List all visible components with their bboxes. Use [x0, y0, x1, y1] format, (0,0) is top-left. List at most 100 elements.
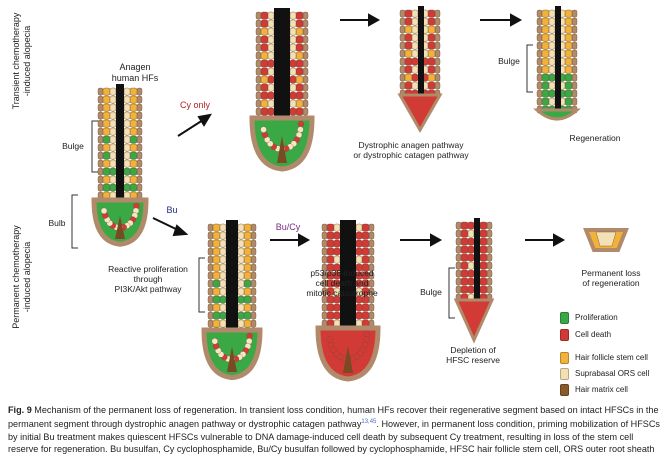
caption-text-2: . However, in permanent loss condition, … [8, 419, 660, 455]
legend-label: Cell death [575, 330, 612, 339]
stem-cell [479, 285, 488, 294]
sheath-cell [571, 41, 578, 50]
stem-cell [427, 17, 436, 26]
sheath-cell [399, 73, 406, 82]
ors-cell [109, 119, 117, 128]
ors-cell [548, 65, 556, 74]
stem-cell [295, 11, 304, 20]
ors-cell [123, 127, 131, 136]
stem-cell [427, 33, 436, 42]
sheath-cell [250, 271, 257, 280]
stem-cell [243, 231, 252, 240]
stem-cell [564, 65, 573, 74]
ors-cell [411, 9, 419, 18]
stem-cell [479, 269, 488, 278]
legend-swatch [560, 329, 569, 341]
ors-cell [411, 49, 419, 58]
ors-cell [467, 245, 475, 254]
ors-cell [219, 279, 227, 288]
ors-cell [333, 231, 341, 240]
sheath-cell [368, 223, 375, 232]
stem-cell [129, 183, 138, 192]
sheath-cell [455, 245, 462, 254]
stem-cell [295, 27, 304, 36]
sheath-cell [455, 261, 462, 270]
ors-cell [548, 73, 556, 82]
ors-cell [411, 65, 419, 74]
sheath-cell [455, 237, 462, 246]
follicle-permanent-loss [583, 228, 629, 252]
bulge-bracket [91, 120, 98, 173]
stem-cell [361, 223, 370, 232]
bulb-cell [363, 330, 371, 338]
hair-shaft [274, 8, 290, 118]
sheath-cell [486, 237, 493, 246]
ors-cell [355, 239, 363, 248]
sheath-cell [255, 59, 262, 68]
sheath-cell [250, 279, 257, 288]
sheath-cell [207, 303, 214, 312]
sheath-cell [136, 119, 143, 128]
stem-cell [564, 9, 573, 18]
sheath-cell [399, 17, 406, 26]
bulb-cell [297, 126, 304, 133]
ors-cell [289, 107, 297, 116]
ors-cell [289, 43, 297, 52]
sheath-cell [321, 255, 328, 264]
stem-cell [129, 143, 138, 152]
ors-cell [109, 127, 117, 136]
sheath-cell [455, 277, 462, 286]
ors-cell [467, 253, 475, 262]
sheath-cell [571, 97, 578, 106]
legend-swatch [560, 312, 569, 324]
sheath-cell [434, 49, 441, 58]
sheath-cell [97, 95, 104, 104]
follicle-bu [201, 220, 263, 381]
sheath-cell [321, 247, 328, 256]
stem-cell [404, 73, 413, 82]
stem-cell [260, 107, 269, 116]
stem-cell [212, 319, 221, 328]
ors-cell [109, 151, 117, 160]
label-bulge-regeneration: Bulge [498, 56, 520, 66]
sheath-cell [255, 11, 262, 20]
sheath-cell [434, 81, 441, 90]
stem-cell [564, 17, 573, 26]
hair-shaft [418, 6, 424, 95]
stem-cell [295, 107, 304, 116]
sheath-cell [302, 27, 309, 36]
stem-cell [260, 75, 269, 84]
ors-cell [123, 111, 131, 120]
ors-cell [411, 57, 419, 66]
stem-cell [212, 303, 221, 312]
ors-cell [219, 239, 227, 248]
stem-cell [212, 263, 221, 272]
hair-shaft [340, 220, 356, 328]
legend-swatch [560, 368, 569, 380]
sheath-cell [97, 183, 104, 192]
stem-cell [541, 49, 550, 58]
dermal-papilla [227, 346, 237, 372]
label-regeneration: Regeneration [569, 133, 621, 143]
stem-cell [295, 83, 304, 92]
follicle-regeneration [533, 6, 581, 121]
ors-cell [548, 81, 556, 90]
ors-cell [123, 87, 131, 96]
sheath-cell [207, 263, 214, 272]
stem-cell [295, 51, 304, 60]
ors-cell [237, 319, 245, 328]
stem-cell [243, 279, 252, 288]
sheath-cell [207, 223, 214, 232]
stem-cell [102, 87, 111, 96]
stem-cell [129, 95, 138, 104]
stem-cell [212, 295, 221, 304]
ors-cell [289, 35, 297, 44]
ors-cell [411, 25, 419, 34]
sheath-cell [321, 303, 328, 312]
ors-cell [237, 239, 245, 248]
label-reactive: Reactive proliferation through PI3K/Akt … [108, 264, 188, 294]
ors-cell [467, 229, 475, 238]
stem-cell [361, 231, 370, 240]
stem-cell [295, 99, 304, 108]
